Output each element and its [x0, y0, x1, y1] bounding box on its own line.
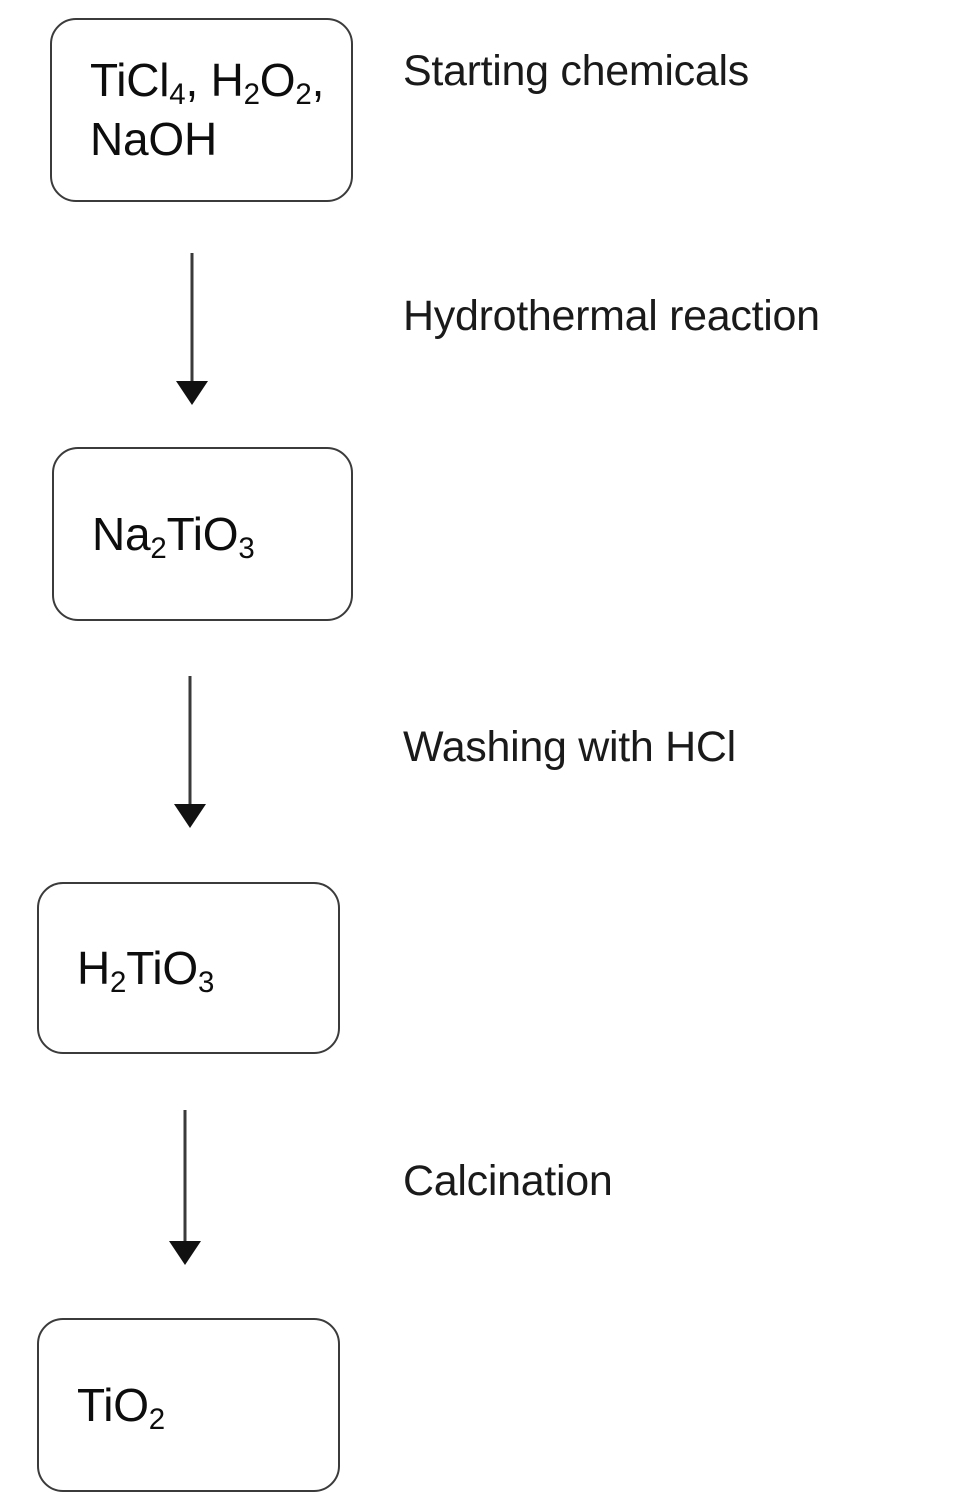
arrow-head [169, 1241, 201, 1265]
step-caption-starting-chemicals: Starting chemicals [403, 47, 749, 95]
step-caption-calcination: Calcination [403, 1157, 613, 1205]
process-box-label: TiO2 [77, 1378, 165, 1436]
arrow-shaft [183, 1110, 187, 1241]
process-box-titanic-acid: H2TiO3 [37, 882, 340, 1054]
arrow-down-icon-titanic-acid-to-titanium-dioxide [168, 1110, 202, 1265]
arrow-head [176, 381, 208, 405]
step-caption-washing-with-hcl: Washing with HCl [403, 723, 736, 771]
arrow-shaft [188, 676, 192, 804]
process-box-titanium-dioxide: TiO2 [37, 1318, 340, 1492]
step-caption-hydrothermal-reaction: Hydrothermal reaction [403, 292, 820, 340]
arrow-down-icon-starting-to-sodium-titanate [175, 253, 209, 405]
arrow-down-icon-sodium-titanate-to-titanic-acid [173, 676, 207, 828]
process-box-sodium-titanate: Na2TiO3 [52, 447, 353, 621]
arrow-shaft [190, 253, 194, 381]
process-box-label: TiCl4, H2O2,NaOH [90, 54, 325, 165]
process-box-starting-chemicals: TiCl4, H2O2,NaOH [50, 18, 353, 202]
process-box-label: H2TiO3 [77, 941, 215, 999]
process-box-label: Na2TiO3 [92, 507, 255, 565]
arrow-head [174, 804, 206, 828]
